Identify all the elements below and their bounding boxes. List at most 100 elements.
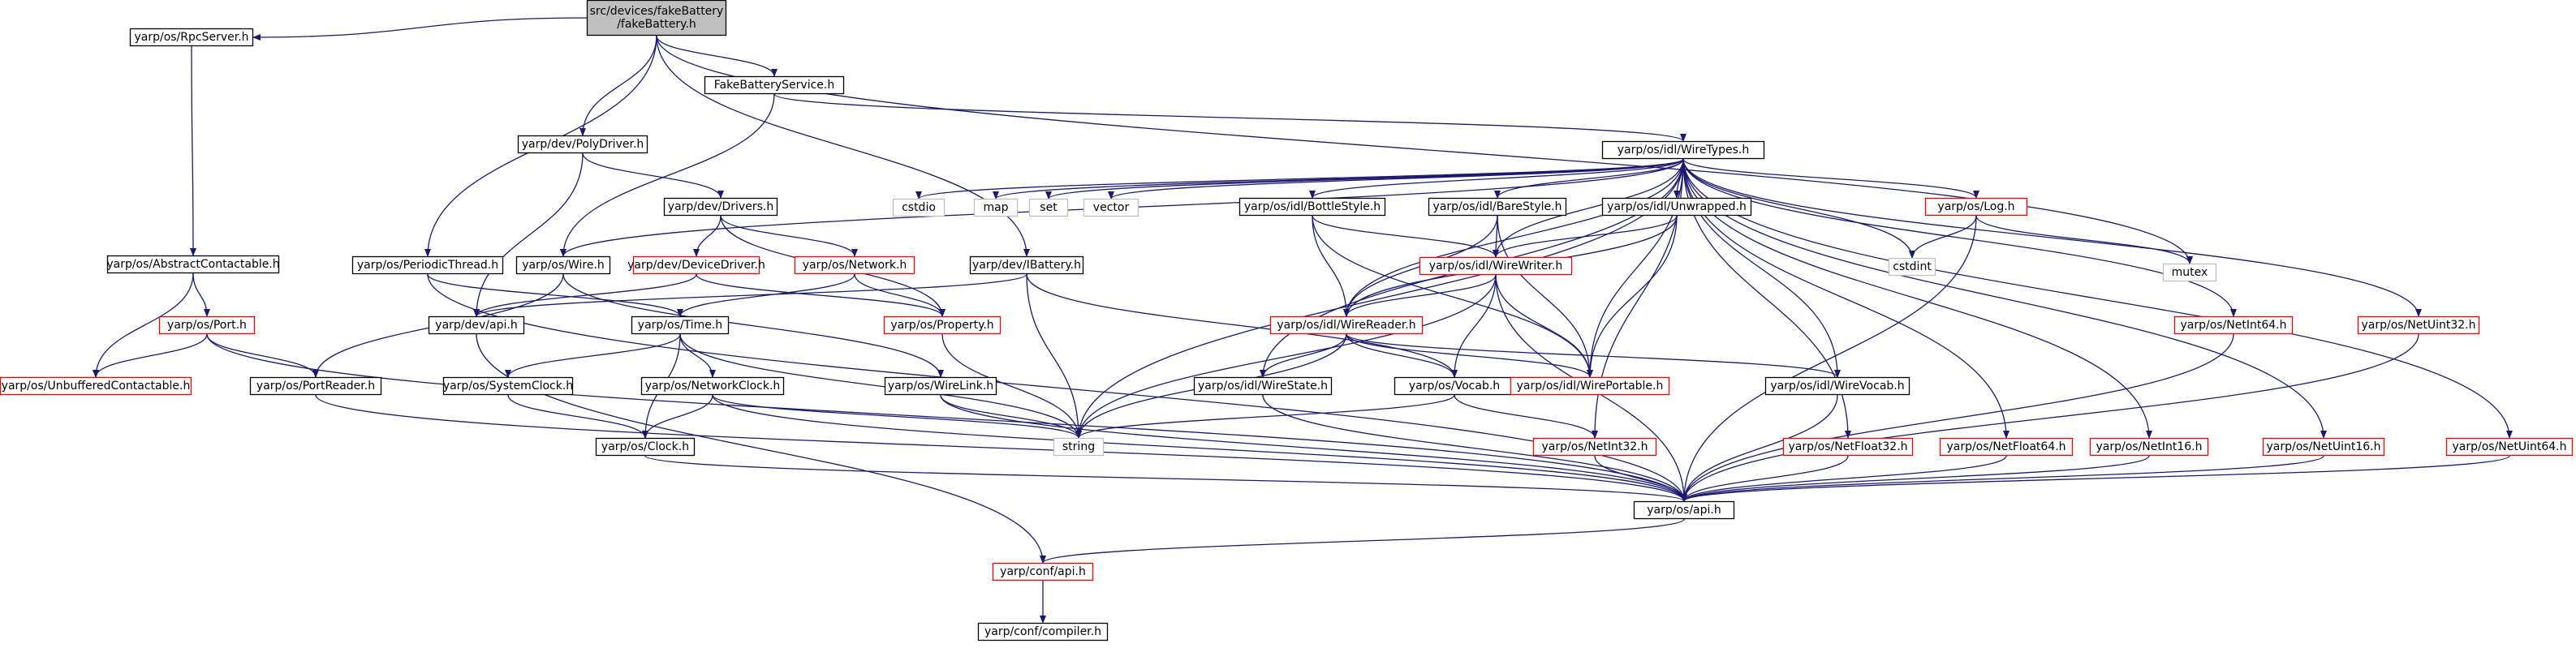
node-devapi[interactable]: yarp/dev/api.h <box>428 315 525 335</box>
node-unbuffered[interactable]: yarp/os/UnbufferedContactable.h <box>0 376 192 396</box>
node-label: yarp/os/idl/WirePortable.h <box>1517 380 1664 393</box>
node-rpcserver[interactable]: yarp/os/RpcServer.h <box>129 28 254 47</box>
node-barestyle[interactable]: yarp/os/idl/BareStyle.h <box>1428 197 1567 217</box>
edge-drivers-to-devicedriver <box>693 215 722 257</box>
edge-bottlestyle-to-wirewriter <box>1312 215 1499 258</box>
node-time[interactable]: yarp/os/Time.h <box>631 315 730 335</box>
node-networkclock[interactable]: yarp/os/NetworkClock.h <box>640 376 785 396</box>
node-box <box>442 376 574 396</box>
node-netint64[interactable]: yarp/os/NetInt64.h <box>2173 315 2294 335</box>
edge-network-to-time <box>677 273 855 317</box>
node-netuint32[interactable]: yarp/os/NetUint32.h <box>2357 315 2480 335</box>
node-wirereader[interactable]: yarp/os/idl/WireReader.h <box>1269 315 1424 335</box>
edge-netfloat32-to-osapi <box>1681 455 1849 502</box>
node-fbservice[interactable]: FakeBatteryService.h <box>704 75 845 95</box>
node-box <box>2262 437 2385 457</box>
edge-unwrapped-to-wireportable <box>1587 215 1678 378</box>
edge-wiretypes-to-vector <box>1108 158 1684 200</box>
node-wirevocab[interactable]: yarp/os/idl/WireVocab.h <box>1764 376 1910 396</box>
node-box <box>884 376 997 396</box>
node-periodicthread[interactable]: yarp/os/PeriodicThread.h <box>351 255 504 275</box>
node-devicedriver[interactable]: yarp/dev/DeviceDriver.h <box>627 255 765 275</box>
node-box <box>1924 197 2028 217</box>
node-box <box>158 315 256 335</box>
node-netuint64[interactable]: yarp/os/NetUint64.h <box>2445 437 2574 457</box>
node-ibattery[interactable]: yarp/dev/IBattery.h <box>969 255 1084 275</box>
edge-time-to-string <box>679 333 1082 439</box>
edge-ibattery-to-vocab <box>1026 273 1458 378</box>
node-box <box>640 376 785 396</box>
node-string[interactable]: string <box>1053 437 1105 457</box>
edge-time-to-systemclock <box>505 333 681 378</box>
node-netint32[interactable]: yarp/os/NetInt32.h <box>1532 437 1657 457</box>
node-label: yarp/os/Vocab.h <box>1409 380 1500 393</box>
edge-bottlestyle-to-wireportable <box>1312 215 1593 378</box>
node-label: yarp/os/RpcServer.h <box>134 31 248 44</box>
node-box <box>428 315 525 335</box>
node-osapi[interactable]: yarp/os/api.h <box>1633 500 1735 520</box>
edge-ibattery-to-devapi <box>473 273 1027 317</box>
node-bottlestyle[interactable]: yarp/os/idl/BottleStyle.h <box>1238 197 1386 217</box>
node-property[interactable]: yarp/os/Property.h <box>883 315 1002 335</box>
edge-wiretypes-to-wireportable <box>1587 158 1684 378</box>
node-abstractcontactable[interactable]: yarp/os/AbstractContactable.h <box>106 255 280 274</box>
node-port[interactable]: yarp/os/Port.h <box>158 315 256 335</box>
node-drivers[interactable]: yarp/dev/Drivers.h <box>663 197 778 217</box>
node-netuint16[interactable]: yarp/os/NetUint16.h <box>2262 437 2385 457</box>
node-box <box>704 75 845 95</box>
edge-wiretypes-to-netint16 <box>1682 158 2152 439</box>
node-vector[interactable]: vector <box>1083 198 1139 217</box>
node-box <box>1269 315 1424 335</box>
node-wireportable[interactable]: yarp/os/idl/WirePortable.h <box>1510 376 1670 396</box>
node-box <box>632 255 760 275</box>
node-map[interactable]: map <box>973 198 1019 217</box>
edge-log-to-mutex <box>1975 215 2193 264</box>
node-compiler[interactable]: yarp/conf/compiler.h <box>977 622 1109 642</box>
node-cstdint[interactable]: cstdint <box>1888 257 1936 277</box>
node-log[interactable]: yarp/os/Log.h <box>1924 197 2028 217</box>
node-unwrapped[interactable]: yarp/os/idl/Unwrapped.h <box>1601 197 1752 217</box>
node-box <box>892 198 946 217</box>
edge-wiretypes-to-netuint32 <box>1682 158 2422 317</box>
node-netfloat32[interactable]: yarp/os/NetFloat32.h <box>1782 437 1914 457</box>
node-root[interactable]: src/devices/fakeBattery/fakeBattery.h <box>586 0 727 36</box>
node-polydriver[interactable]: yarp/dev/PolyDriver.h <box>517 135 648 154</box>
edge-netint32-to-osapi <box>1594 455 1687 502</box>
edge-wiretypes-to-cstdio <box>915 158 1684 200</box>
node-wirewriter[interactable]: yarp/os/idl/WireWriter.h <box>1419 256 1573 276</box>
edge-wiretypes-to-bottlestyle <box>1309 158 1684 199</box>
node-box <box>1238 197 1386 217</box>
node-clock[interactable]: yarp/os/Clock.h <box>595 437 696 457</box>
node-label: yarp/os/Clock.h <box>601 440 689 453</box>
node-portreader[interactable]: yarp/os/PortReader.h <box>249 376 382 396</box>
node-label: yarp/os/idl/BottleStyle.h <box>1244 200 1381 213</box>
node-label: yarp/os/idl/Unwrapped.h <box>1607 200 1747 213</box>
node-box <box>1053 437 1105 457</box>
node-wirelink[interactable]: yarp/os/WireLink.h <box>884 376 997 396</box>
node-network[interactable]: yarp/os/Network.h <box>794 255 915 275</box>
node-box <box>969 255 1084 275</box>
node-label: yarp/dev/Drivers.h <box>668 200 773 213</box>
edge-systemclock-to-clock <box>507 394 648 439</box>
node-box <box>515 255 611 275</box>
edge-networkclock-to-string <box>712 394 1082 439</box>
node-box <box>1601 197 1752 217</box>
node-netint16[interactable]: yarp/os/NetInt16.h <box>2089 437 2209 457</box>
node-confapi[interactable]: yarp/conf/api.h <box>992 562 1094 581</box>
edge-rpcserver-to-abstractcontactable <box>189 45 196 256</box>
node-netfloat64[interactable]: yarp/os/NetFloat64.h <box>1939 437 2074 457</box>
edge-wiretypes-to-barestyle <box>1494 158 1684 199</box>
node-wirestate[interactable]: yarp/os/idl/WireState.h <box>1193 376 1333 396</box>
node-cstdio[interactable]: cstdio <box>892 198 946 217</box>
node-label: yarp/os/NetFloat32.h <box>1788 440 1907 453</box>
edge-netint64-to-osapi <box>1681 333 2234 502</box>
node-systemclock[interactable]: yarp/os/SystemClock.h <box>442 376 574 396</box>
node-set[interactable]: set <box>1028 198 1069 217</box>
edge-abstractcontactable-to-unbuffered <box>93 273 194 378</box>
node-label: yarp/os/NetUint64.h <box>2452 440 2566 453</box>
node-wire[interactable]: yarp/os/Wire.h <box>515 255 611 275</box>
node-wiretypes[interactable]: yarp/os/idl/WireTypes.h <box>1601 140 1765 160</box>
node-mutex[interactable]: mutex <box>2162 263 2217 282</box>
node-vocab[interactable]: yarp/os/Vocab.h <box>1394 376 1515 396</box>
edge-clock-to-osapi <box>644 455 1687 502</box>
